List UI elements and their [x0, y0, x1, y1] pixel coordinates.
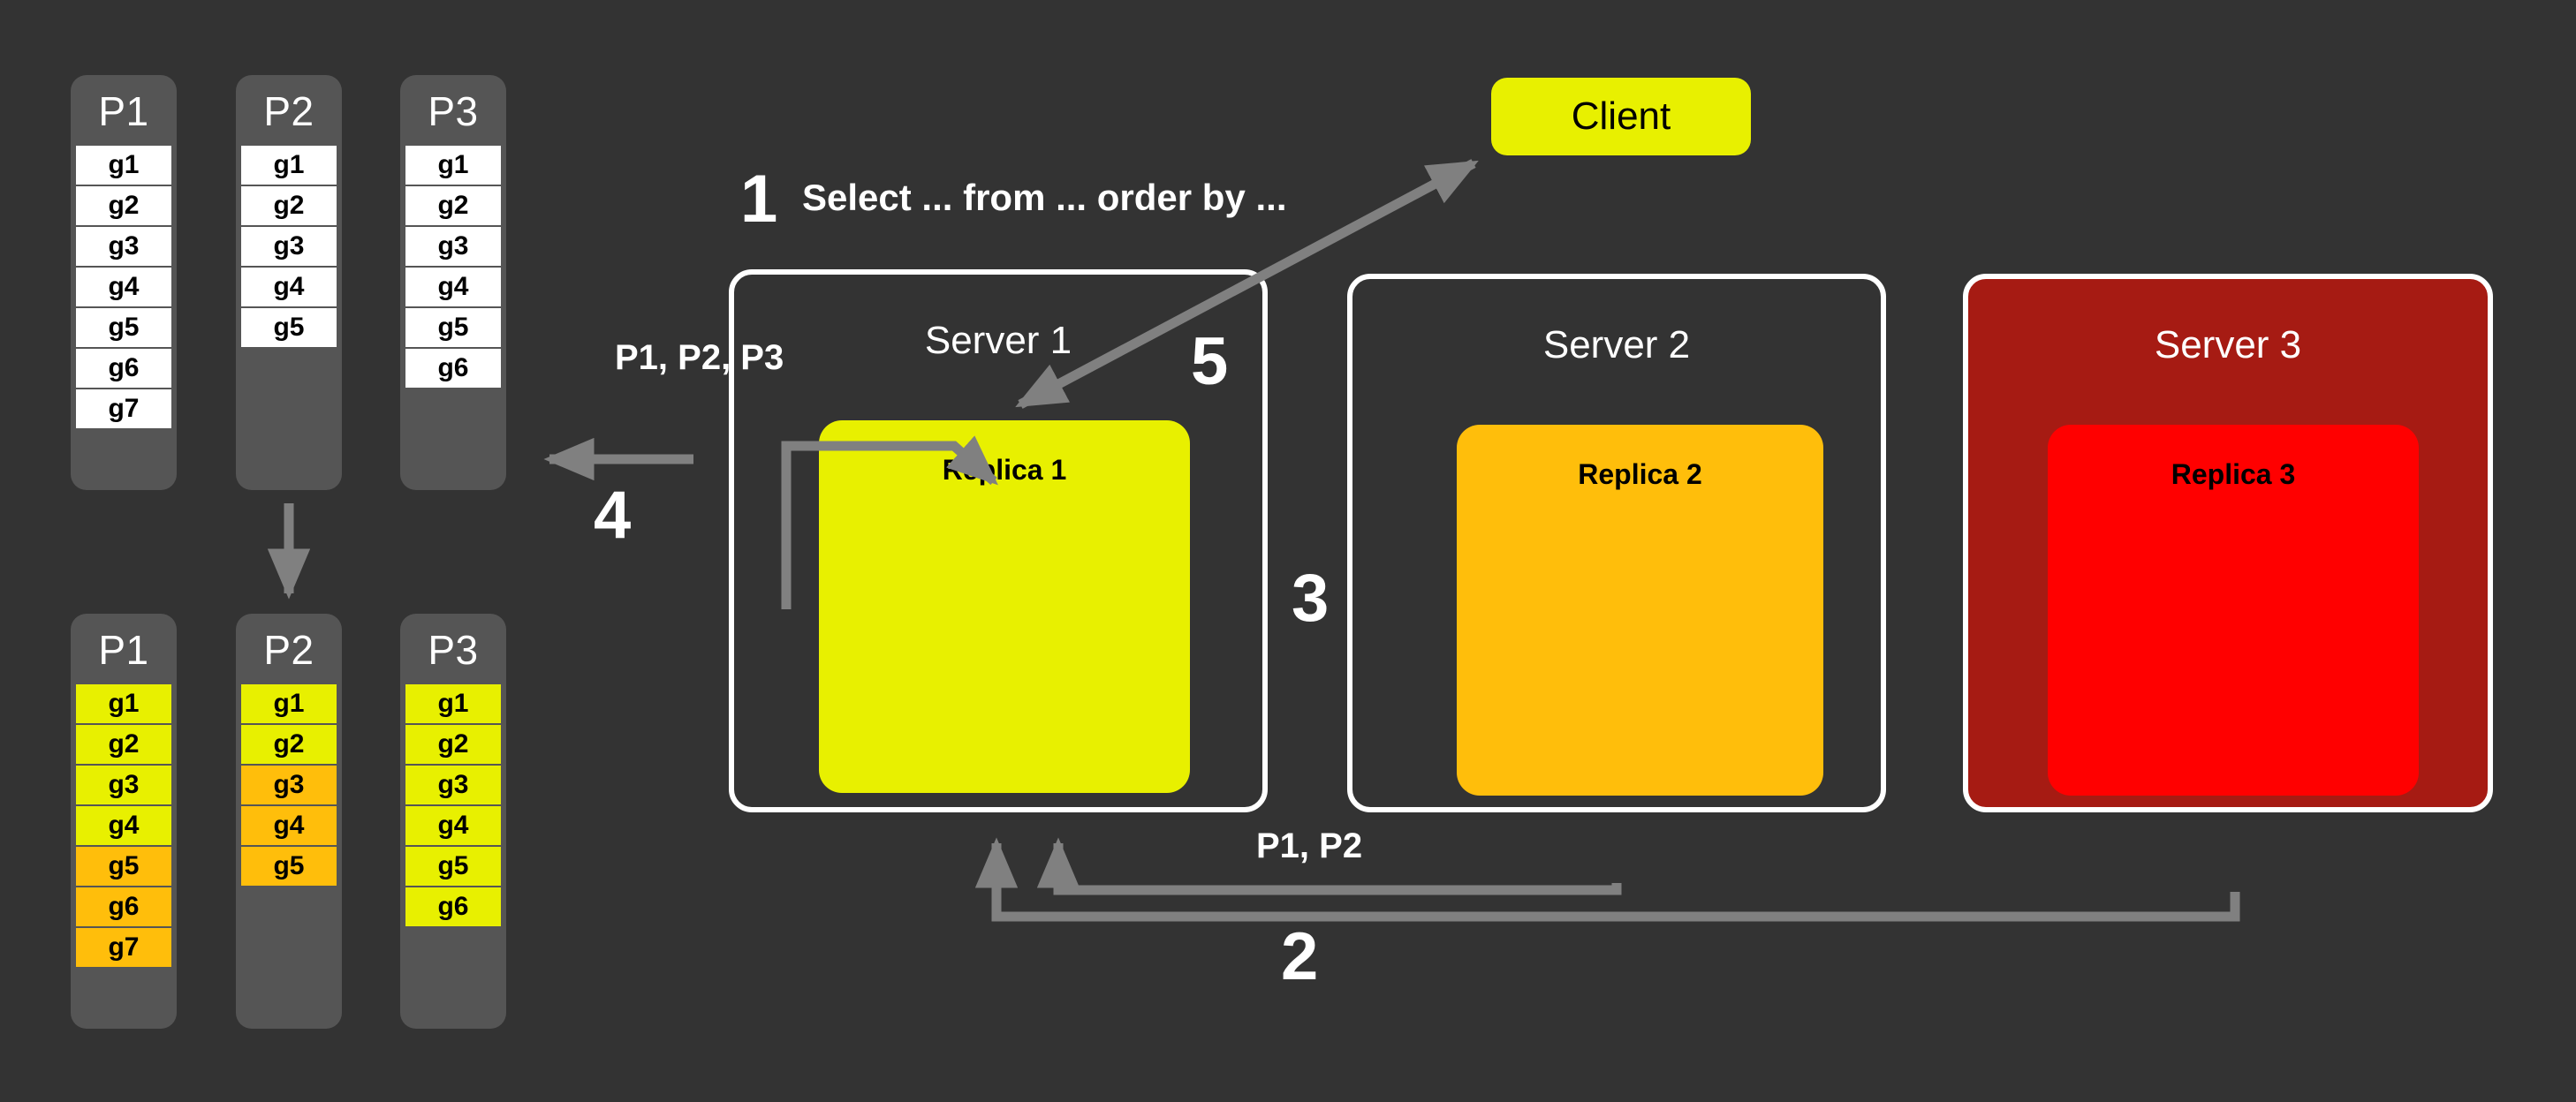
partition-cell: g7 [76, 928, 171, 967]
partition-cell: g2 [76, 186, 171, 225]
partition-cell: g2 [241, 186, 337, 225]
partition-cell: g1 [405, 146, 501, 185]
partition-title: P1 [98, 88, 149, 134]
replica-3-label: Replica 3 [2171, 458, 2296, 490]
partition-cell-list: g1 g2 g3 g4 g5 g6 [405, 684, 501, 926]
partition-cell: g5 [405, 847, 501, 886]
step-number-2: 2 [1281, 919, 1319, 994]
partition-title: P3 [428, 627, 479, 673]
partition-cell-list: g1 g2 g3 g4 g5 [241, 146, 337, 347]
partition-cell: g3 [405, 766, 501, 804]
partition-cell: g1 [76, 146, 171, 185]
partition-cell: g4 [405, 268, 501, 306]
server-1-box[interactable]: Server 1 Replica 1 [729, 269, 1268, 812]
partition-cell: g2 [241, 725, 337, 764]
partition-cell: g6 [405, 349, 501, 388]
partition-cell: g5 [241, 308, 337, 347]
partition-cell: g4 [241, 806, 337, 845]
partition-cell: g4 [241, 268, 337, 306]
partition-cell: g2 [76, 725, 171, 764]
client-box[interactable]: Client [1491, 78, 1751, 155]
replica-1-box[interactable]: Replica 1 [819, 420, 1190, 793]
partition-top-p1: P1 g1 g2 g3 g4 g5 g6 g7 [71, 75, 177, 490]
replica-2-box[interactable]: Replica 2 [1457, 425, 1823, 796]
partition-cell: g4 [405, 806, 501, 845]
replica-2-label: Replica 2 [1578, 458, 1702, 490]
partition-cell: g1 [241, 146, 337, 185]
partition-title: P2 [263, 627, 314, 673]
replica-1-label: Replica 1 [942, 454, 1067, 486]
partition-title: P3 [428, 88, 479, 134]
step-number-4: 4 [594, 478, 632, 553]
replica-3-box[interactable]: Replica 3 [2048, 425, 2419, 796]
partition-cell: g6 [76, 349, 171, 388]
partition-bottom-p1: P1 g1 g2 g3 g4 g5 g6 g7 [71, 614, 177, 1029]
partition-title: P1 [98, 627, 149, 673]
partition-cell: g4 [76, 268, 171, 306]
partition-cell: g5 [76, 847, 171, 886]
partition-cell-list: g1 g2 g3 g4 g5 g6 [405, 146, 501, 388]
step-number-1: 1 [740, 162, 778, 237]
query-label: Select ... from ... order by ... [802, 177, 1287, 218]
partition-cell: g4 [76, 806, 171, 845]
step-number-5: 5 [1191, 324, 1229, 399]
partition-cell-list: g1 g2 g3 g4 g5 g6 g7 [76, 684, 171, 967]
partition-cell-list: g1 g2 g3 g4 g5 g6 g7 [76, 146, 171, 428]
partition-title: P2 [263, 88, 314, 134]
label-partitions-moved: P1, P2 [1256, 826, 1363, 865]
server-3-title: Server 3 [2154, 323, 2302, 366]
partition-cell: g6 [405, 887, 501, 926]
partition-cell: g3 [76, 227, 171, 266]
partition-cell: g6 [76, 887, 171, 926]
server-2-box[interactable]: Server 2 Replica 2 [1347, 274, 1886, 812]
partition-cell: g7 [76, 389, 171, 428]
partition-cell: g2 [405, 186, 501, 225]
partition-bottom-p2: P2 g1 g2 g3 g4 g5 [236, 614, 342, 1029]
partition-cell: g3 [241, 227, 337, 266]
server-3-box[interactable]: Server 3 Replica 3 [1963, 274, 2493, 812]
partition-cell: g3 [241, 766, 337, 804]
partition-cell: g3 [76, 766, 171, 804]
partition-cell: g2 [405, 725, 501, 764]
partition-top-p3: P3 g1 g2 g3 g4 g5 g6 [400, 75, 506, 490]
partition-bottom-p3: P3 g1 g2 g3 g4 g5 g6 [400, 614, 506, 1029]
partition-cell-list: g1 g2 g3 g4 g5 [241, 684, 337, 886]
partition-top-p2: P2 g1 g2 g3 g4 g5 [236, 75, 342, 490]
partition-cell: g5 [241, 847, 337, 886]
label-partitions-all: P1, P2, P3 [615, 338, 784, 377]
step-number-3: 3 [1292, 561, 1330, 636]
partition-cell: g5 [405, 308, 501, 347]
partition-cell: g3 [405, 227, 501, 266]
partition-cell: g1 [241, 684, 337, 723]
server-2-title: Server 2 [1542, 323, 1691, 366]
partition-cell: g5 [76, 308, 171, 347]
partition-cell: g1 [405, 684, 501, 723]
server-1-title: Server 1 [924, 319, 1072, 362]
partition-cell: g1 [76, 684, 171, 723]
arrow-step2-server3-to-server1 [974, 837, 2240, 922]
